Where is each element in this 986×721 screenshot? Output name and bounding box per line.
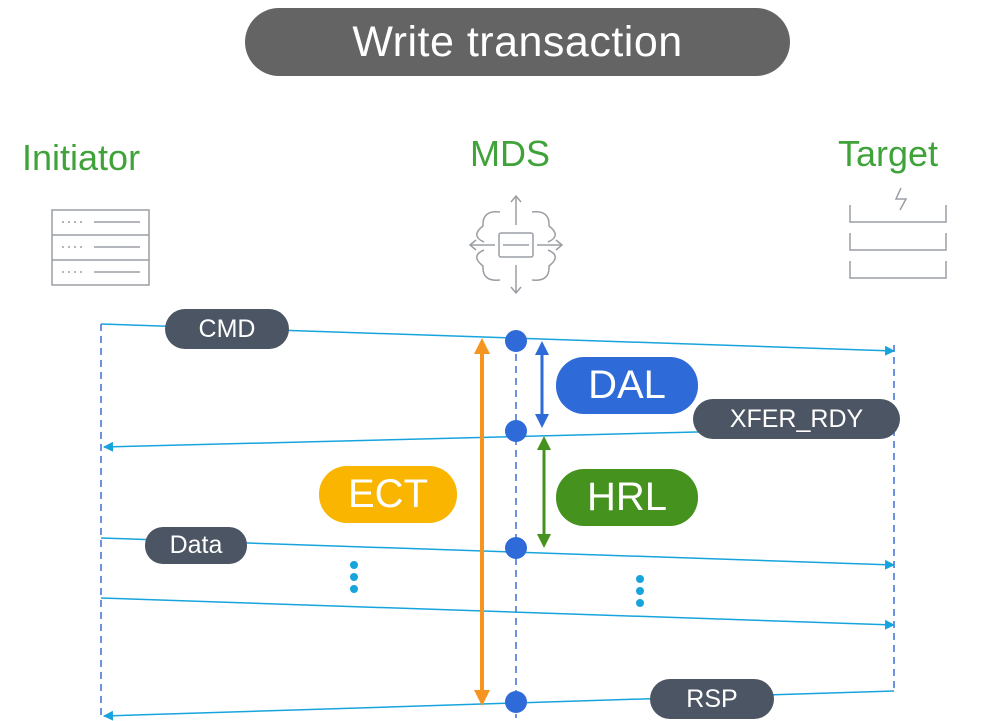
rsp-message-line: [103, 690, 895, 721]
hrl-badge: HRL: [556, 469, 698, 526]
mds-cmd-point: [505, 330, 527, 352]
dal-arrow: [535, 341, 549, 428]
cmd-label: CMD: [165, 309, 289, 349]
dal-badge: DAL: [556, 357, 698, 414]
storage-array-icon: [849, 187, 947, 279]
server-rack-icon: [51, 209, 150, 286]
rsp-label: RSP: [650, 679, 774, 719]
continuation-dots-left: [350, 561, 358, 593]
title-text: Write transaction: [352, 17, 683, 66]
continuation-dots-right: [636, 575, 644, 607]
target-label: Target: [838, 133, 939, 174]
xfer-rdy-label: XFER_RDY: [693, 399, 900, 439]
hrl-arrow: [537, 436, 551, 548]
mds-xfer-rdy-point: [505, 420, 527, 442]
data-message-line-2: [100, 597, 895, 630]
mds-rsp-point: [505, 691, 527, 713]
ect-arrow: [474, 338, 490, 706]
data-label: Data: [145, 527, 247, 564]
mds-data-point: [505, 537, 527, 559]
title-banner: Write transaction: [245, 8, 790, 76]
ect-badge: ECT: [319, 466, 457, 523]
initiator-label: Initiator: [22, 137, 141, 178]
mds-label: MDS: [470, 133, 550, 174]
switch-arrows-icon: [468, 194, 564, 295]
